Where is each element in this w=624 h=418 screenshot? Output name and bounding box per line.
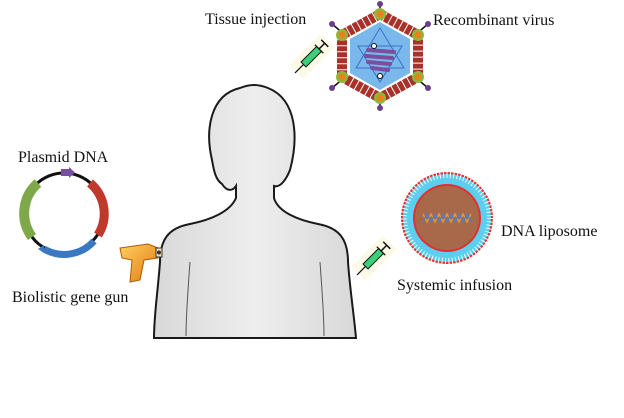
label-biolistic-gene-gun: Biolistic gene gun [12, 289, 128, 306]
recombinant-virus-illustration [329, 1, 431, 111]
syringe-icon [289, 33, 335, 79]
dna-liposome-illustration [399, 170, 495, 266]
label-recombinant-virus: Recombinant virus [433, 12, 554, 29]
plasmid-dna-illustration [19, 167, 109, 258]
label-tissue-injection: Tissue injection [205, 11, 306, 28]
human-silhouette [152, 84, 358, 339]
label-dna-liposome: DNA liposome [501, 223, 597, 240]
syringe-icon [351, 235, 397, 281]
label-plasmid-dna: Plasmid DNA [18, 149, 109, 166]
gene-gun-icon [119, 243, 163, 283]
label-systemic-infusion: Systemic infusion [397, 277, 512, 294]
